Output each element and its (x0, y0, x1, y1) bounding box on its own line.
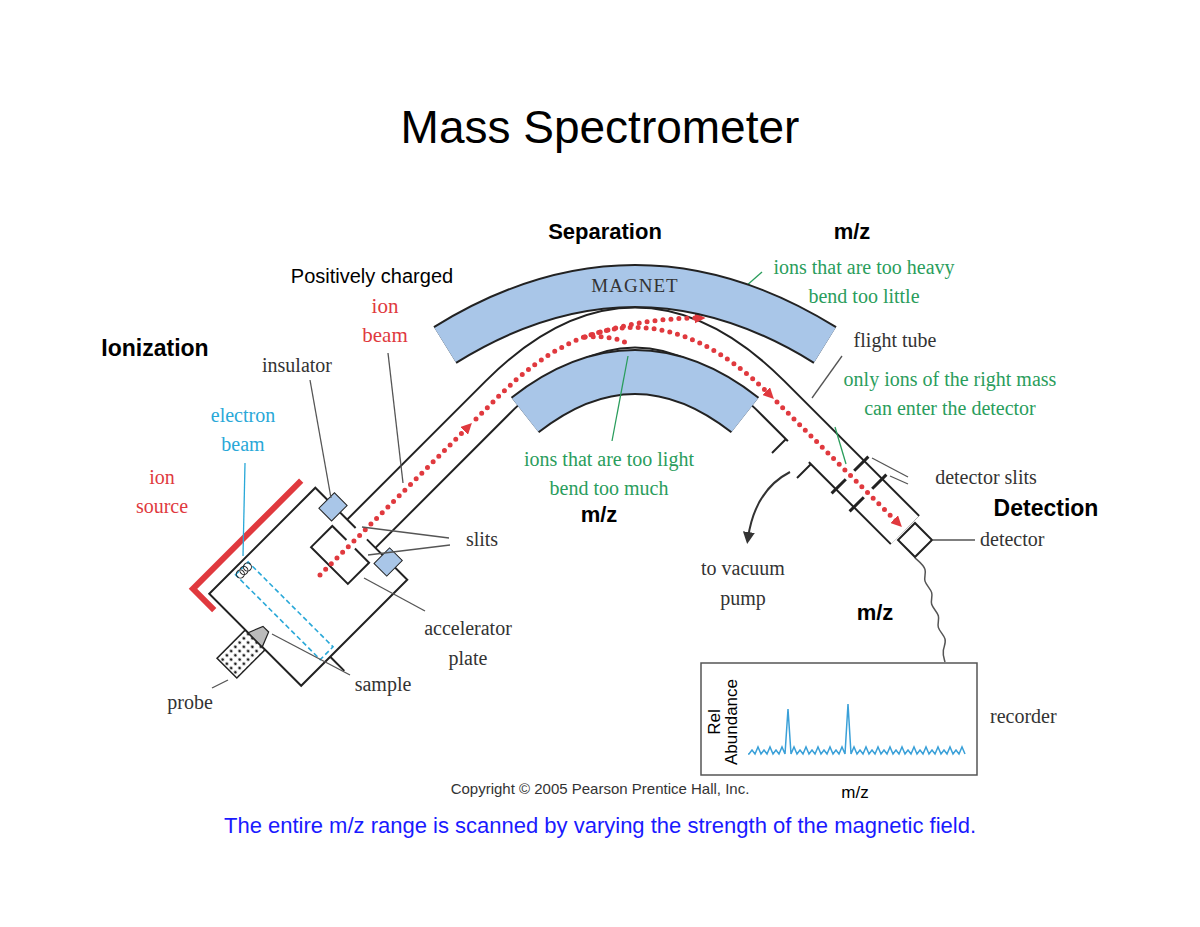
sample (248, 622, 273, 647)
ion-source (170, 470, 428, 728)
insulator (319, 493, 347, 521)
axis-note: m/z (822, 219, 882, 245)
leader-line (872, 458, 908, 477)
part-label: insulator (247, 353, 347, 377)
flight-tube (350, 328, 905, 546)
leader-line (368, 545, 450, 555)
part-label: sample (343, 672, 423, 696)
ion-beam-path (320, 427, 468, 575)
part-label: electron beam (198, 401, 288, 459)
diagram-title: Mass Spectrometer (250, 100, 950, 155)
axis-note: m/z (845, 600, 905, 626)
part-label: recorder (990, 704, 1085, 728)
light-ion-path (585, 337, 630, 345)
flight-tube-inner (350, 328, 905, 546)
pump-port-wall (797, 464, 811, 478)
part-label: MAGNET (420, 275, 850, 298)
slit-plate (832, 479, 846, 493)
leader-line (310, 380, 331, 498)
filament (242, 561, 253, 572)
pump-port-wall (772, 439, 786, 453)
leader-line (612, 356, 628, 441)
slit-plate (850, 497, 864, 511)
part-label: slits (452, 527, 512, 551)
copyright-note: Copyright © 2005 Pearson Prentice Hall, … (390, 780, 810, 798)
part-label: detector slits (911, 465, 1061, 489)
pump-arrow (748, 472, 790, 538)
part-label: flight tube (840, 328, 950, 352)
leader-line (933, 539, 975, 540)
slit-plate (872, 475, 886, 489)
ion-beam-path (476, 328, 770, 420)
part-label: detector (980, 527, 1065, 551)
axis-note: m/z (569, 502, 629, 528)
mass-spectrum-trace (748, 704, 965, 754)
recorder: Rel Abundance recorder (700, 662, 1090, 778)
heavy-ion-path (585, 318, 700, 337)
part-label: probe (155, 690, 225, 714)
ion-source-bracket (193, 481, 322, 610)
section-heading: Detection (981, 495, 1111, 523)
leader-line (890, 476, 908, 484)
slit-plate (854, 457, 868, 471)
inner-magnet (525, 372, 745, 415)
beam-note: Positively charged (262, 264, 482, 288)
axis-label: Rel Abundance (705, 675, 739, 770)
leader-line (243, 463, 245, 556)
detector: detector (895, 518, 1069, 558)
part-label: ion source (127, 463, 197, 521)
signal-wire (915, 558, 945, 662)
diagram-caption: The entire m/z range is scanned by varyi… (50, 813, 1150, 839)
inner-magnet-fill (525, 372, 745, 415)
pump-opening (788, 441, 809, 462)
leader-line (362, 527, 449, 538)
leader-line (364, 578, 425, 611)
part-label: to vacuum pump (693, 553, 793, 613)
axis-label: m/z (830, 783, 880, 803)
leader-line (272, 634, 350, 675)
annotation: ions that are too light bend too much (504, 445, 714, 503)
leader-lines (212, 272, 908, 688)
section-heading: Separation (535, 219, 675, 245)
recorder-box (701, 663, 977, 775)
section-heading: Ionization (85, 335, 225, 363)
part-label: ion beam (358, 292, 413, 350)
leader-line (212, 680, 228, 688)
detector-box (898, 523, 932, 557)
leader-line (388, 353, 403, 483)
leader-line (835, 427, 846, 464)
leader-line (812, 356, 842, 398)
annotation: ions that are too heavy bend too little (757, 253, 972, 311)
annotation: only ions of the right mass can enter th… (830, 365, 1070, 423)
part-label: accelerator plate (408, 613, 528, 673)
